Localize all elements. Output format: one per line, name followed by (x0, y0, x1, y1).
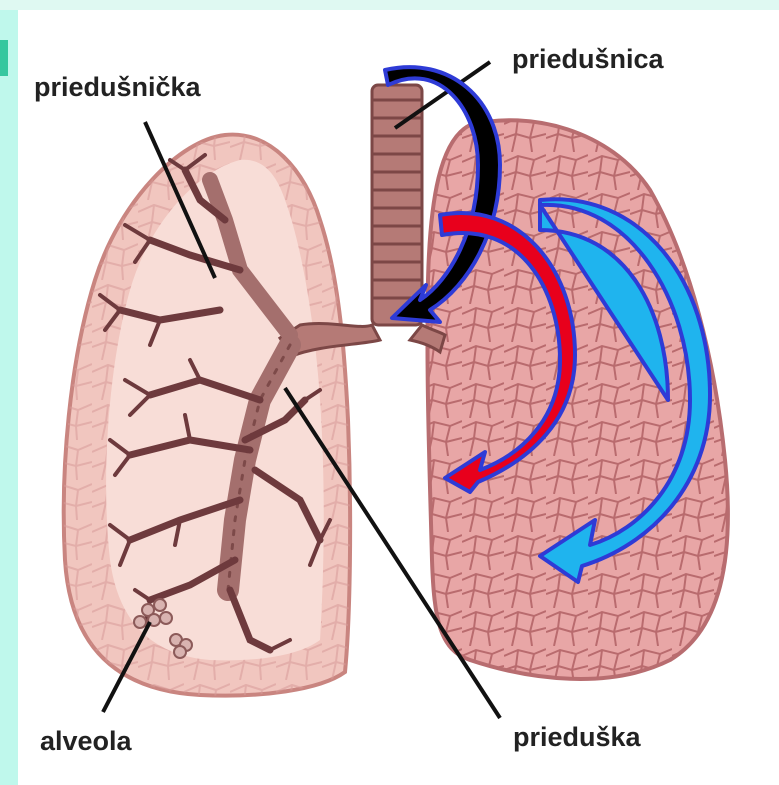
label-trachea: priedušnica (512, 46, 664, 73)
left-lung (64, 135, 350, 696)
label-bronchiole: priedušnička (34, 74, 201, 101)
label-bronchus: prieduška (513, 724, 641, 751)
label-alveolus: alveola (40, 728, 132, 755)
